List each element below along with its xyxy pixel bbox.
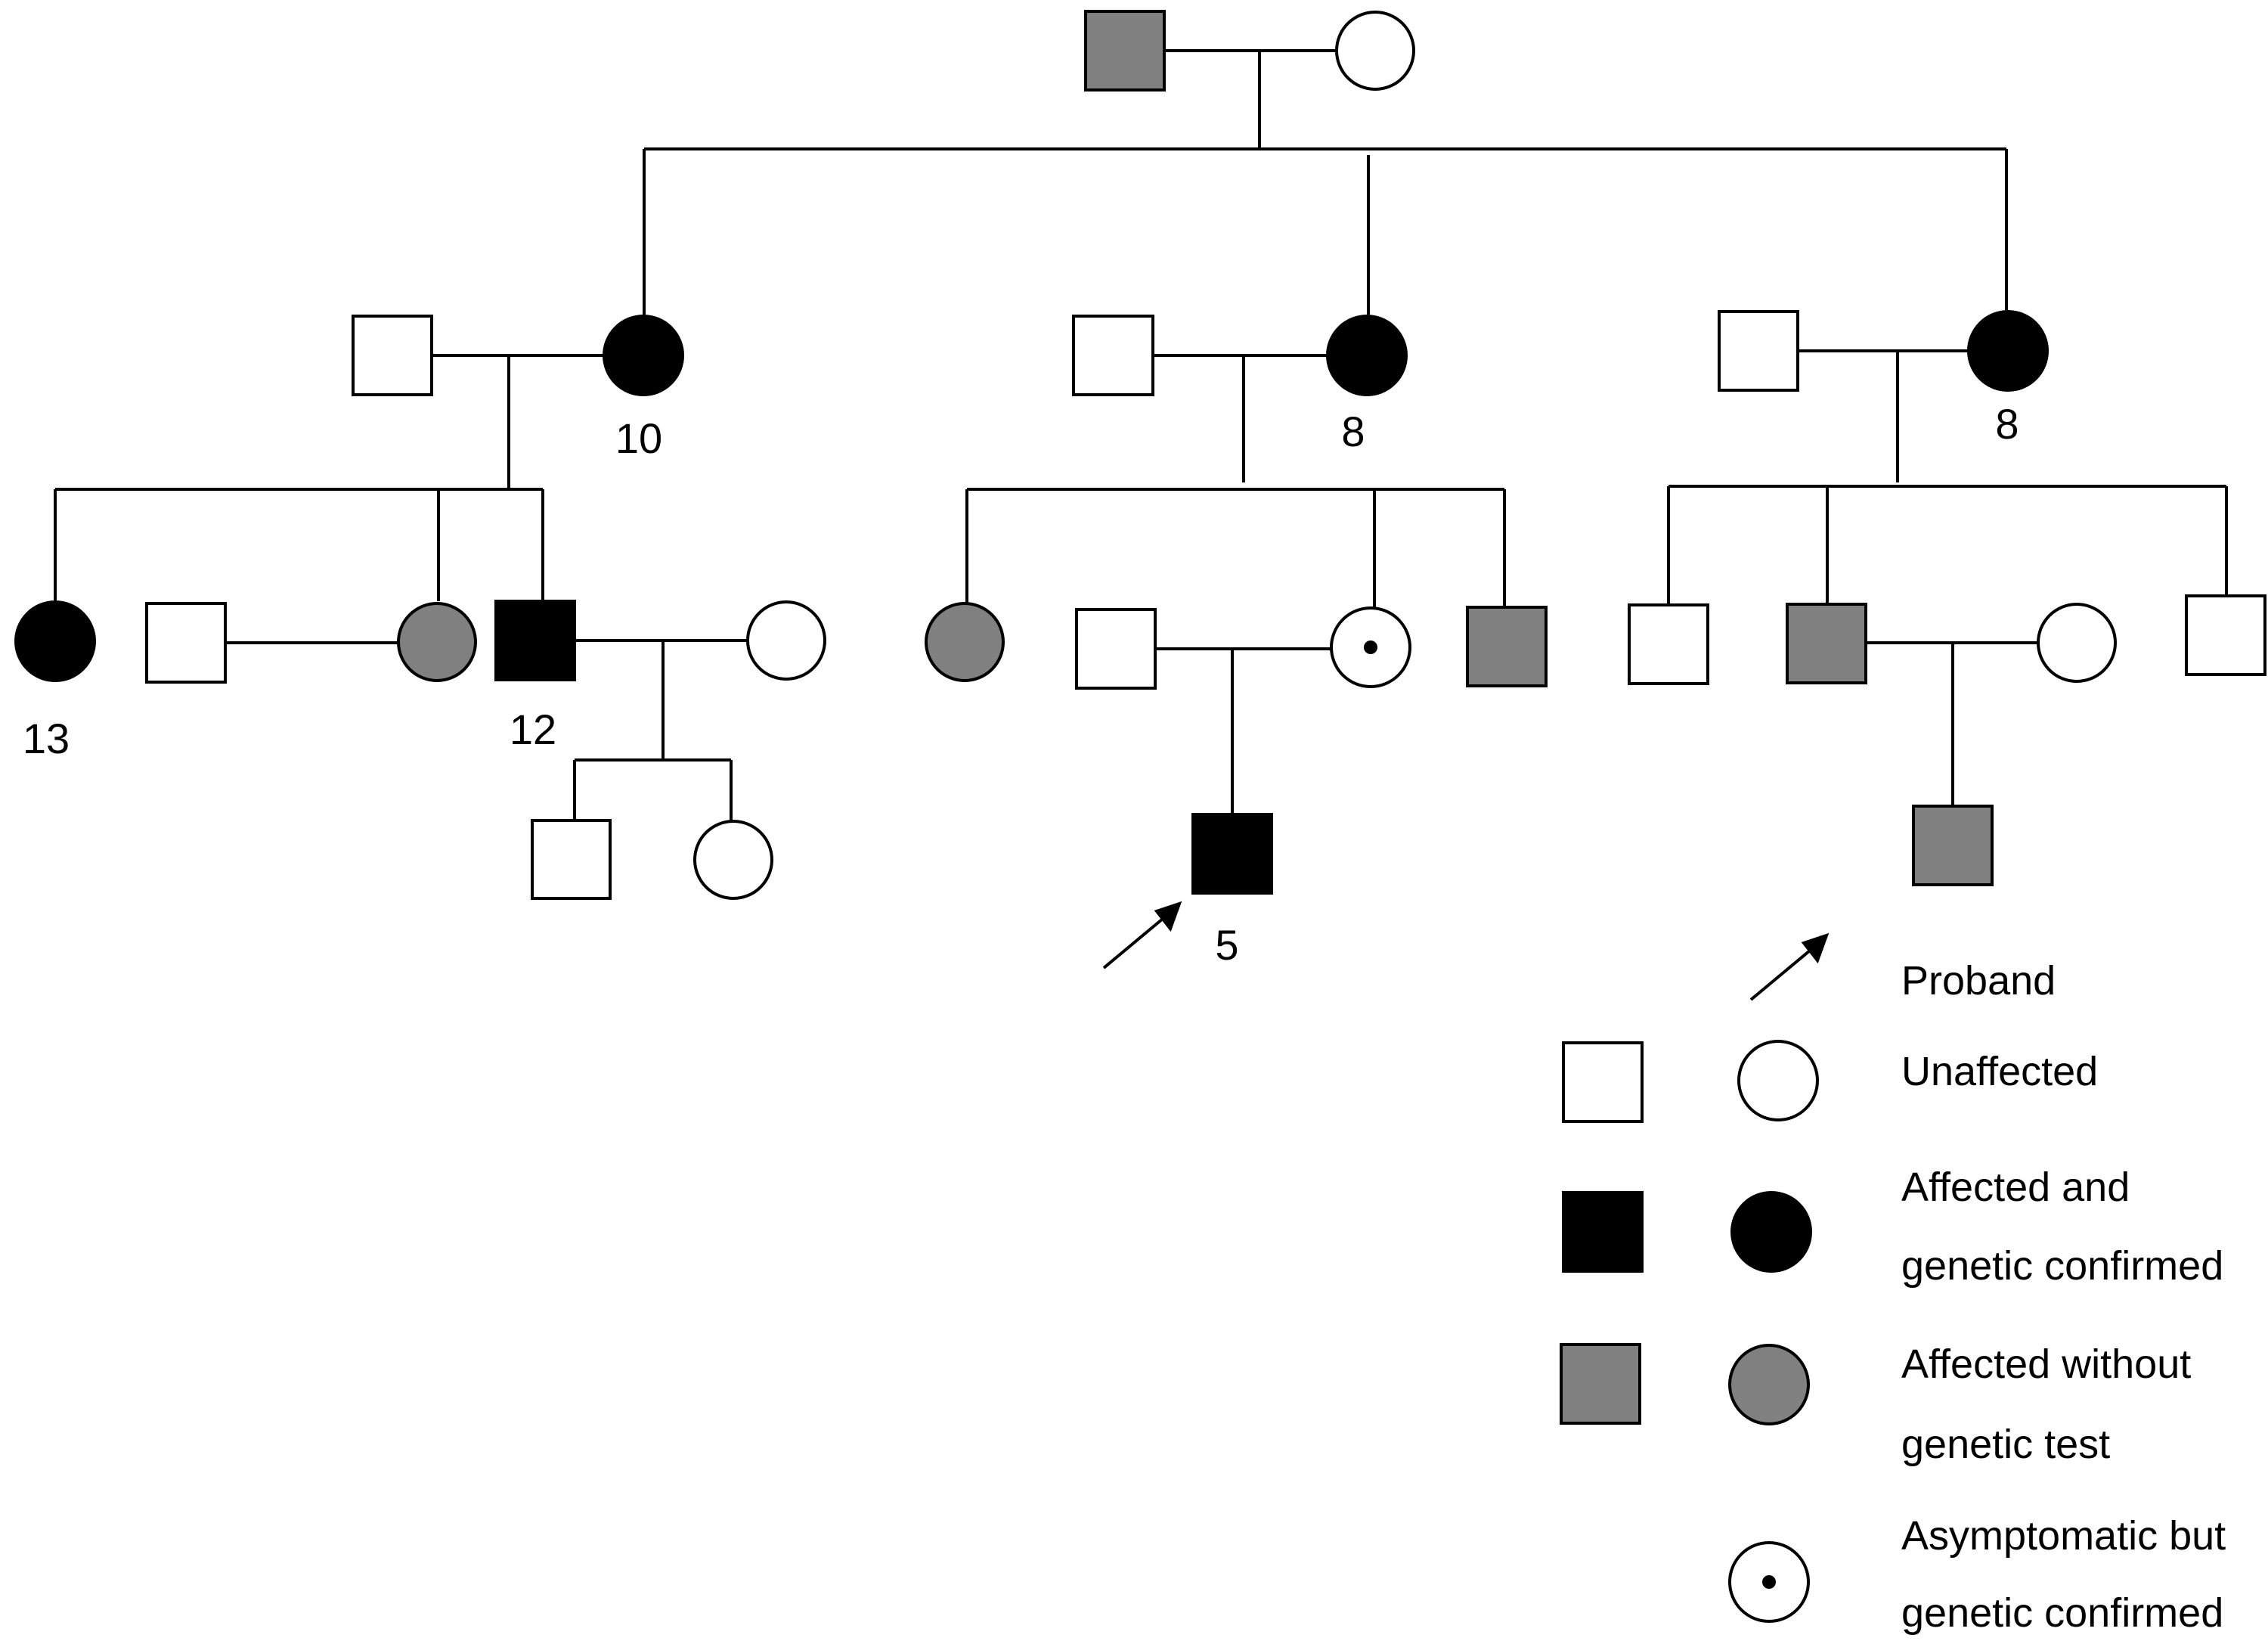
age-label-proband: 5 xyxy=(1215,921,1239,969)
legend-affected-untested-square xyxy=(1560,1343,1641,1425)
gen4-female-unaffected xyxy=(693,820,773,900)
connecting-lines xyxy=(54,49,2228,1001)
proband-male-affected xyxy=(1191,813,1273,895)
gen2-middle-female-affected xyxy=(1326,315,1408,396)
legend-proband-label: Proband xyxy=(1901,958,2056,1003)
gen2-right-spouse-male xyxy=(1718,310,1799,392)
gen1-female-unaffected xyxy=(1335,11,1415,91)
gen3-male-affected-12 xyxy=(494,600,576,681)
legend-asymptomatic-label-2: genetic confirmed xyxy=(1901,1590,2224,1636)
legend-unaffected-square xyxy=(1562,1041,1644,1123)
carrier-dot xyxy=(1364,641,1377,654)
legend-affected-confirmed-label-2: genetic confirmed xyxy=(1901,1243,2224,1289)
age-label-gen3-left-male: 12 xyxy=(509,706,557,753)
gen3-male-unaffected-right-1 xyxy=(1628,603,1709,685)
gen3-female-affected-untested xyxy=(397,602,477,682)
gen4-male-unaffected xyxy=(531,819,612,900)
legend-asymptomatic-label-1: Asymptomatic but xyxy=(1901,1513,2226,1559)
gen3-spouse-female xyxy=(746,600,826,681)
gen3-spouse-female-right xyxy=(2037,603,2117,683)
gen3-male-unaffected-right-2 xyxy=(2185,594,2266,676)
legend-affected-confirmed-circle xyxy=(1730,1191,1812,1273)
legend-unaffected-label: Unaffected xyxy=(1901,1049,2099,1094)
legend-affected-confirmed-square xyxy=(1562,1191,1644,1273)
gen3-female-affected-untested-middle xyxy=(925,602,1005,682)
legend-affected-confirmed-label-1: Affected and xyxy=(1901,1165,2130,1210)
gen3-spouse-male-middle xyxy=(1075,608,1157,690)
gen2-left-spouse-male xyxy=(352,315,433,396)
legend-symbols xyxy=(1560,1040,1819,1623)
age-label-gen2-left: 10 xyxy=(615,414,663,462)
gen2-right-female-affected xyxy=(1967,310,2049,392)
age-label-gen2-middle: 8 xyxy=(1341,408,1365,455)
legend-affected-untested-circle xyxy=(1728,1344,1810,1425)
gen3-male-affected-untested-right xyxy=(1786,603,1867,684)
proband-arrowhead xyxy=(1154,901,1182,932)
legend-proband-arrowhead xyxy=(1801,932,1830,964)
gen1-male-affected-untested xyxy=(1084,10,1166,92)
age-label-gen3-left-female: 13 xyxy=(22,715,70,762)
gen3-spouse-male xyxy=(145,602,227,684)
gen2-left-female-affected xyxy=(603,315,684,396)
gen3-female-affected-13 xyxy=(14,600,96,682)
arrowheads xyxy=(1154,901,1830,964)
individuals xyxy=(14,10,2266,900)
legend-affected-untested-label-1: Affected without xyxy=(1901,1342,2192,1387)
age-label-gen2-right: 8 xyxy=(1995,400,2019,448)
gen3-male-affected-untested-middle xyxy=(1466,606,1548,687)
gen4-male-affected-untested-right xyxy=(1912,805,1994,886)
gen2-middle-spouse-male xyxy=(1072,315,1154,396)
legend-affected-untested-label-2: genetic test xyxy=(1901,1422,2111,1467)
legend-unaffected-circle xyxy=(1737,1040,1819,1121)
legend-asymptomatic-dot xyxy=(1762,1575,1776,1589)
